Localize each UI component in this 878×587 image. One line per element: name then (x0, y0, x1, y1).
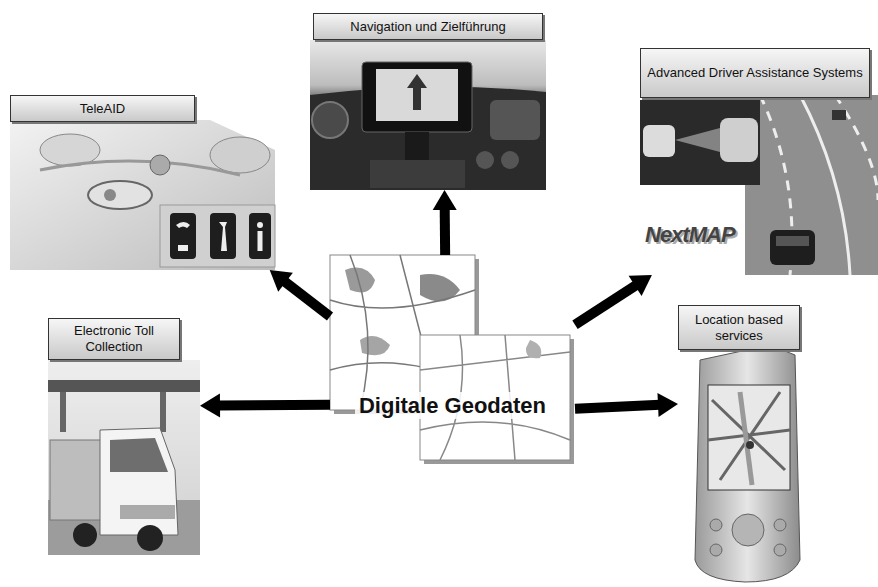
application-node: Electronic Toll Collection (48, 318, 200, 555)
arrow-head (200, 394, 220, 418)
flow-arrow (433, 190, 457, 255)
arrow-head (433, 190, 457, 210)
navigation-photo (310, 40, 546, 190)
teleaid-photo (10, 120, 275, 270)
toll-photo (48, 360, 200, 555)
logo-label: NextMAP (645, 222, 735, 248)
arrow-head (270, 270, 293, 292)
flow-arrow (200, 394, 330, 418)
center-title: Digitale Geodaten (355, 392, 550, 419)
flow-arrow (575, 393, 678, 417)
heading-label: Location based services (678, 305, 800, 350)
application-node: TeleAID (10, 95, 275, 270)
arrow-shaft (284, 281, 330, 317)
center-title-row: Digitale Geodaten (330, 393, 575, 419)
application-node: Navigation und Zielführung (310, 13, 546, 190)
flow-arrow (270, 270, 330, 317)
heading-label: Advanced Driver Assistance Systems (640, 48, 870, 98)
heading-label: Electronic Toll Collection (48, 318, 180, 360)
map-illustration (330, 255, 574, 464)
arrow-head (657, 393, 678, 417)
heading-label: TeleAID (10, 95, 195, 122)
arrow-shaft (440, 208, 450, 255)
adas-photos (640, 95, 878, 275)
arrow-shaft (218, 400, 330, 411)
heading-label: Navigation und Zielführung (313, 13, 543, 40)
arrow-head (629, 275, 652, 296)
arrow-shaft (575, 405, 660, 409)
flow-arrow (575, 275, 652, 325)
center-node: Digitale Geodaten (330, 255, 575, 460)
arrow-shaft (575, 285, 637, 325)
application-node: Location based services (678, 305, 800, 580)
pda-illustration (695, 317, 800, 582)
